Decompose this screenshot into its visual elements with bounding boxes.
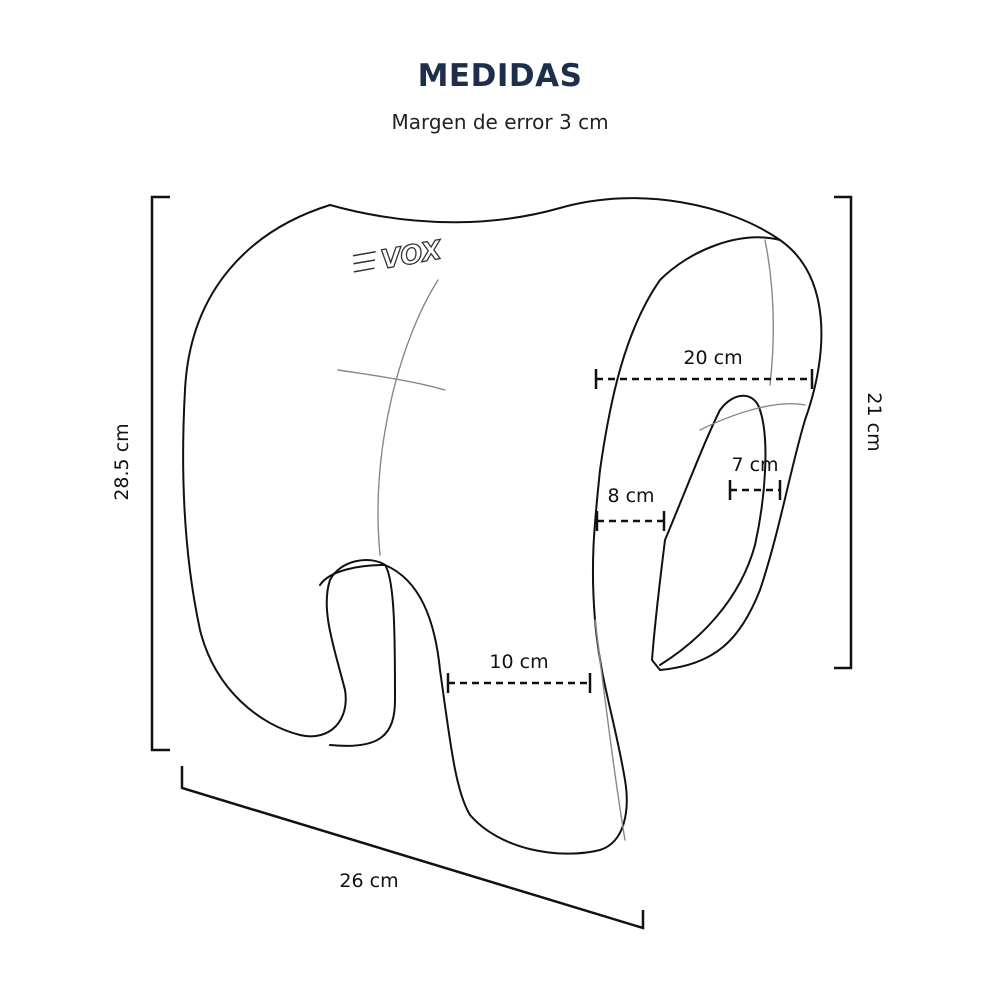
gap-width-label: 10 cm (489, 651, 548, 673)
brand-logo-text: VOX (379, 235, 446, 275)
brand-logo: VOX (352, 235, 446, 276)
inner-width-label: 20 cm (683, 347, 742, 369)
arm-width-marker (595, 511, 666, 531)
gap-width-marker (446, 673, 592, 693)
slot-width-label: 7 cm (731, 454, 778, 476)
page-title: MEDIDAS (417, 58, 583, 94)
slot-width-marker (728, 480, 782, 500)
side-height-label: 21 cm (863, 392, 885, 451)
pillow-seams (337, 239, 806, 841)
pillow-outline (182, 197, 823, 855)
inner-width-marker (594, 369, 814, 389)
depth-label: 26 cm (339, 870, 398, 892)
depth-bracket (180, 766, 645, 930)
height-label: 28.5 cm (111, 423, 133, 500)
page-subtitle: Margen de error 3 cm (391, 110, 609, 134)
arm-width-label: 8 cm (607, 485, 654, 507)
side-height-bracket (834, 195, 853, 670)
height-bracket (150, 195, 170, 752)
